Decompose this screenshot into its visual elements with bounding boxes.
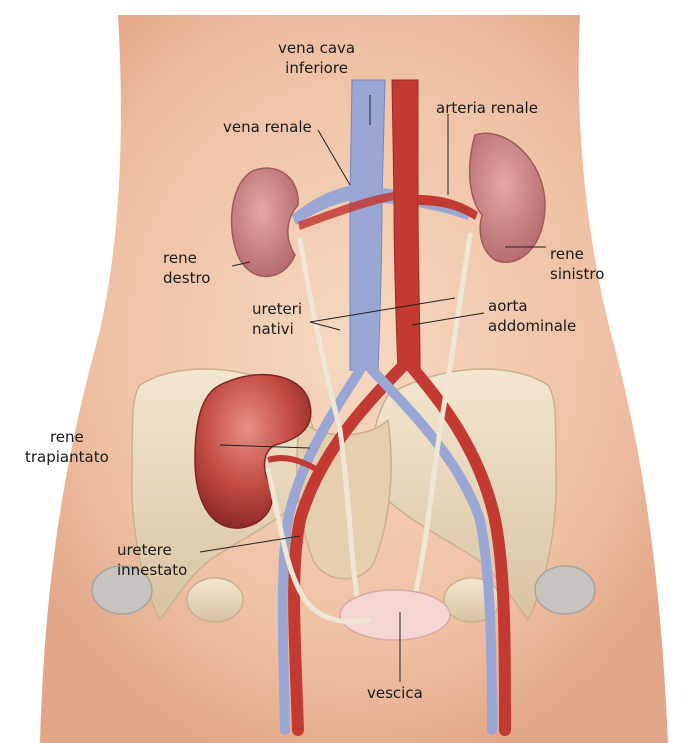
label-rene-trapiantato: rene trapiantato xyxy=(25,427,109,467)
label-vena-cava-inferiore: vena cava inferiore xyxy=(278,38,355,78)
label-uretere-innestato: uretere innestato xyxy=(117,540,187,580)
vena-cava xyxy=(350,80,385,370)
label-rene-destro: rene destro xyxy=(163,248,210,288)
label-vena-renale: vena renale xyxy=(223,117,312,137)
label-arteria-renale: arteria renale xyxy=(436,98,538,118)
aorta xyxy=(392,80,420,370)
label-rene-sinistro: rene sinistro xyxy=(550,244,604,284)
label-vescica: vescica xyxy=(367,683,423,703)
label-aorta-addominale: aorta addominale xyxy=(488,296,576,336)
label-ureteri-nativi: ureteri nativi xyxy=(252,299,302,339)
bladder xyxy=(340,590,450,640)
right-native-kidney xyxy=(232,168,299,276)
